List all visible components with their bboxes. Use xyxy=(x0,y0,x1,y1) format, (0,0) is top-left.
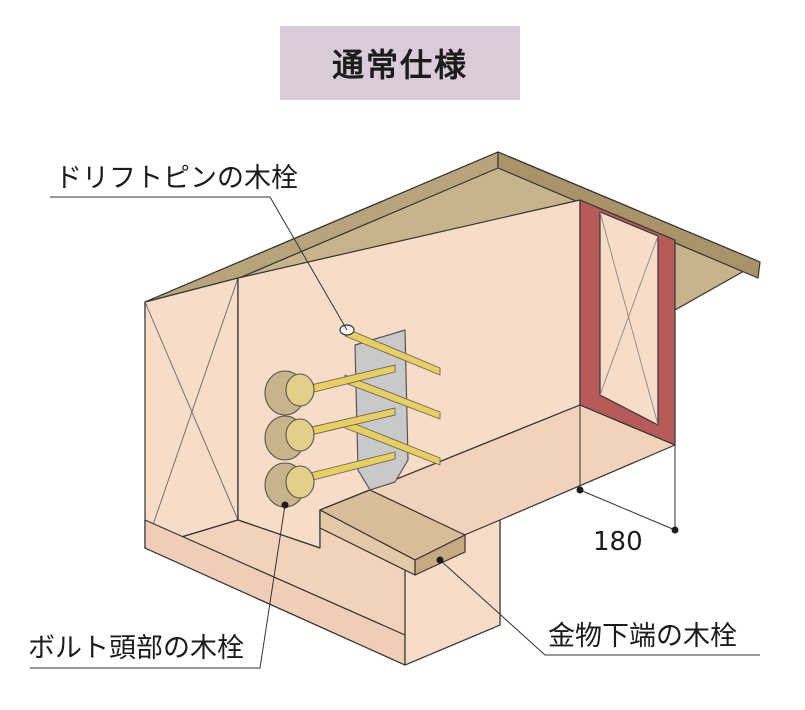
label-drift-pin-plug: ドリフトピンの木栓 xyxy=(55,163,298,194)
title-box: 通常仕様 xyxy=(280,26,520,100)
red-member-cross-b xyxy=(599,235,659,396)
label-hardware-bottom-plug: 金物下端の木栓 xyxy=(548,621,737,652)
dimension-value: 180 xyxy=(593,527,643,557)
top-beam-side-edge xyxy=(497,151,761,279)
label-bolt-head-plug: ボルト頭部の木栓 xyxy=(28,633,244,664)
leader-bolt-head xyxy=(30,504,286,669)
dimension-line xyxy=(579,489,676,531)
leader-dot-bolt xyxy=(281,501,289,509)
bolt-head-plug-5 xyxy=(285,418,315,452)
bolts xyxy=(289,364,396,487)
bolt-head-plug-6 xyxy=(285,465,315,499)
leader-dot-bottom xyxy=(436,556,444,564)
left-block-cross-b xyxy=(144,277,239,549)
leader-drift-pin xyxy=(50,196,348,331)
left-block-cross-a xyxy=(144,301,239,521)
bottom-recess-side xyxy=(319,509,416,576)
red-member-cross-a xyxy=(599,211,659,426)
dimension-dot-right xyxy=(671,526,679,534)
leader-hardware-bottom xyxy=(439,559,760,656)
bolt-head-plug-4 xyxy=(285,373,315,407)
page-title: 通常仕様 xyxy=(331,46,468,84)
bolt-head-plugs xyxy=(264,370,315,508)
dimension-dot-left xyxy=(576,486,584,494)
